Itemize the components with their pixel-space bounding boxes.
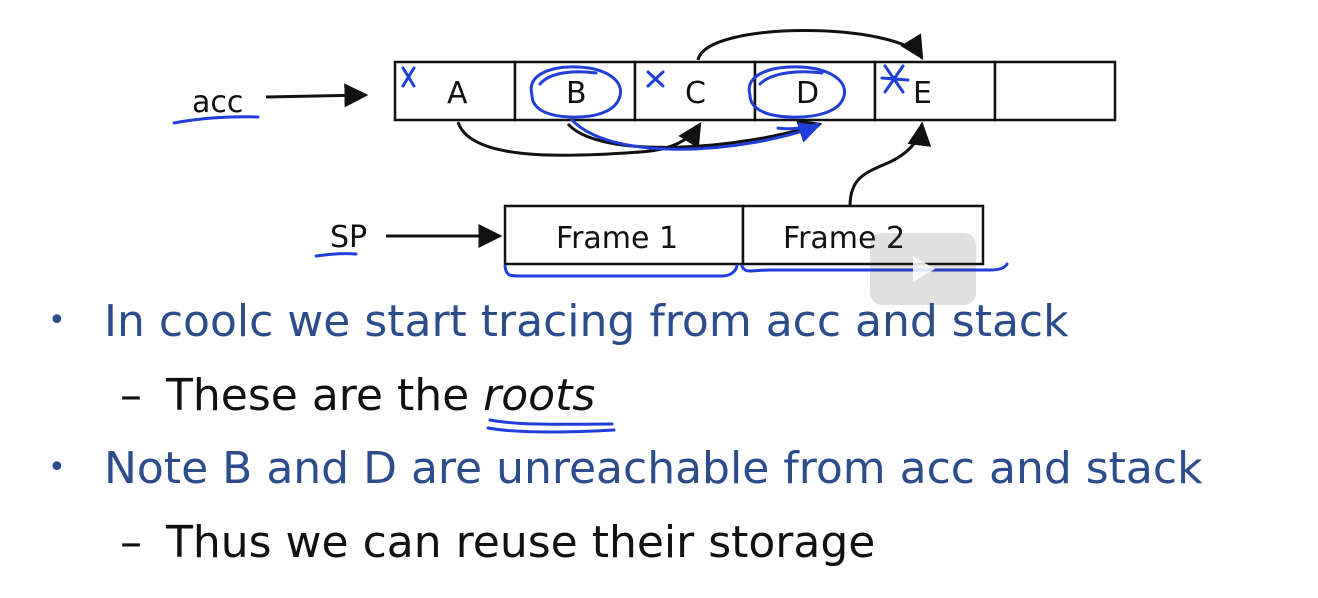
circle-b-stroke xyxy=(538,70,598,86)
heap-diagram: acc A B C D E SP Frame 1 Frame 2 xyxy=(172,29,1117,278)
mark-x-a xyxy=(401,66,416,88)
sub-bullet-2-text: Thus we can reuse their storage xyxy=(166,517,876,568)
bullet-2-text: Note B and D are unreachable from acc an… xyxy=(104,443,1203,494)
sp-underline xyxy=(314,252,358,258)
sub-bullet-1-prefix: These are the xyxy=(166,370,484,421)
heap-cell-c xyxy=(633,60,757,122)
pointer-a-to-c xyxy=(456,121,702,157)
heap-row: A B C D E xyxy=(393,60,1117,122)
roots-emphasis: roots xyxy=(483,370,596,421)
circle-b xyxy=(529,65,622,119)
sub-bullet-2: –Thus we can reuse their storage xyxy=(120,517,875,568)
bullet-marker: • xyxy=(48,303,66,338)
pointer-b-to-d xyxy=(566,119,823,149)
video-play-overlay[interactable] xyxy=(870,233,976,305)
circle-d xyxy=(747,65,846,119)
heap-cell-e xyxy=(873,60,997,122)
bullet-2: • Note B and D are unreachable from acc a… xyxy=(48,443,1203,494)
heap-cell-label: A xyxy=(447,76,468,111)
mark-x-c xyxy=(646,70,665,88)
pointer-frame2-to-e xyxy=(848,121,932,207)
stack-frame-2 xyxy=(741,204,985,266)
pointer-c-to-e xyxy=(696,29,924,61)
acc-arrow xyxy=(265,83,369,108)
heap-cell-label: C xyxy=(685,76,706,111)
bullet-marker: • xyxy=(48,450,66,485)
mark-x-e xyxy=(880,64,910,94)
heap-cell-empty xyxy=(993,60,1117,122)
heap-cell-label: E xyxy=(913,76,932,111)
sub-bullet-marker: – xyxy=(120,370,142,421)
frame-2-brace xyxy=(740,262,1009,273)
acc-underline xyxy=(172,115,260,125)
acc-label: acc xyxy=(192,85,243,120)
roots-underline-2 xyxy=(486,426,616,434)
retrace-b-to-d xyxy=(570,118,820,151)
frame-1-brace xyxy=(503,264,739,278)
heap-cell-label: B xyxy=(566,76,587,111)
heap-cell-label: D xyxy=(796,76,819,111)
play-icon xyxy=(913,256,935,282)
roots-underline xyxy=(488,418,614,426)
circle-d-stroke xyxy=(758,70,824,86)
frame-label: Frame 1 xyxy=(556,221,678,256)
frame-label: Frame 2 xyxy=(783,221,905,256)
retrace-tip xyxy=(776,122,820,131)
sp-label: SP xyxy=(330,220,367,255)
sub-bullet-marker: – xyxy=(120,517,142,568)
sub-bullet-1: –These are the roots xyxy=(120,370,595,421)
